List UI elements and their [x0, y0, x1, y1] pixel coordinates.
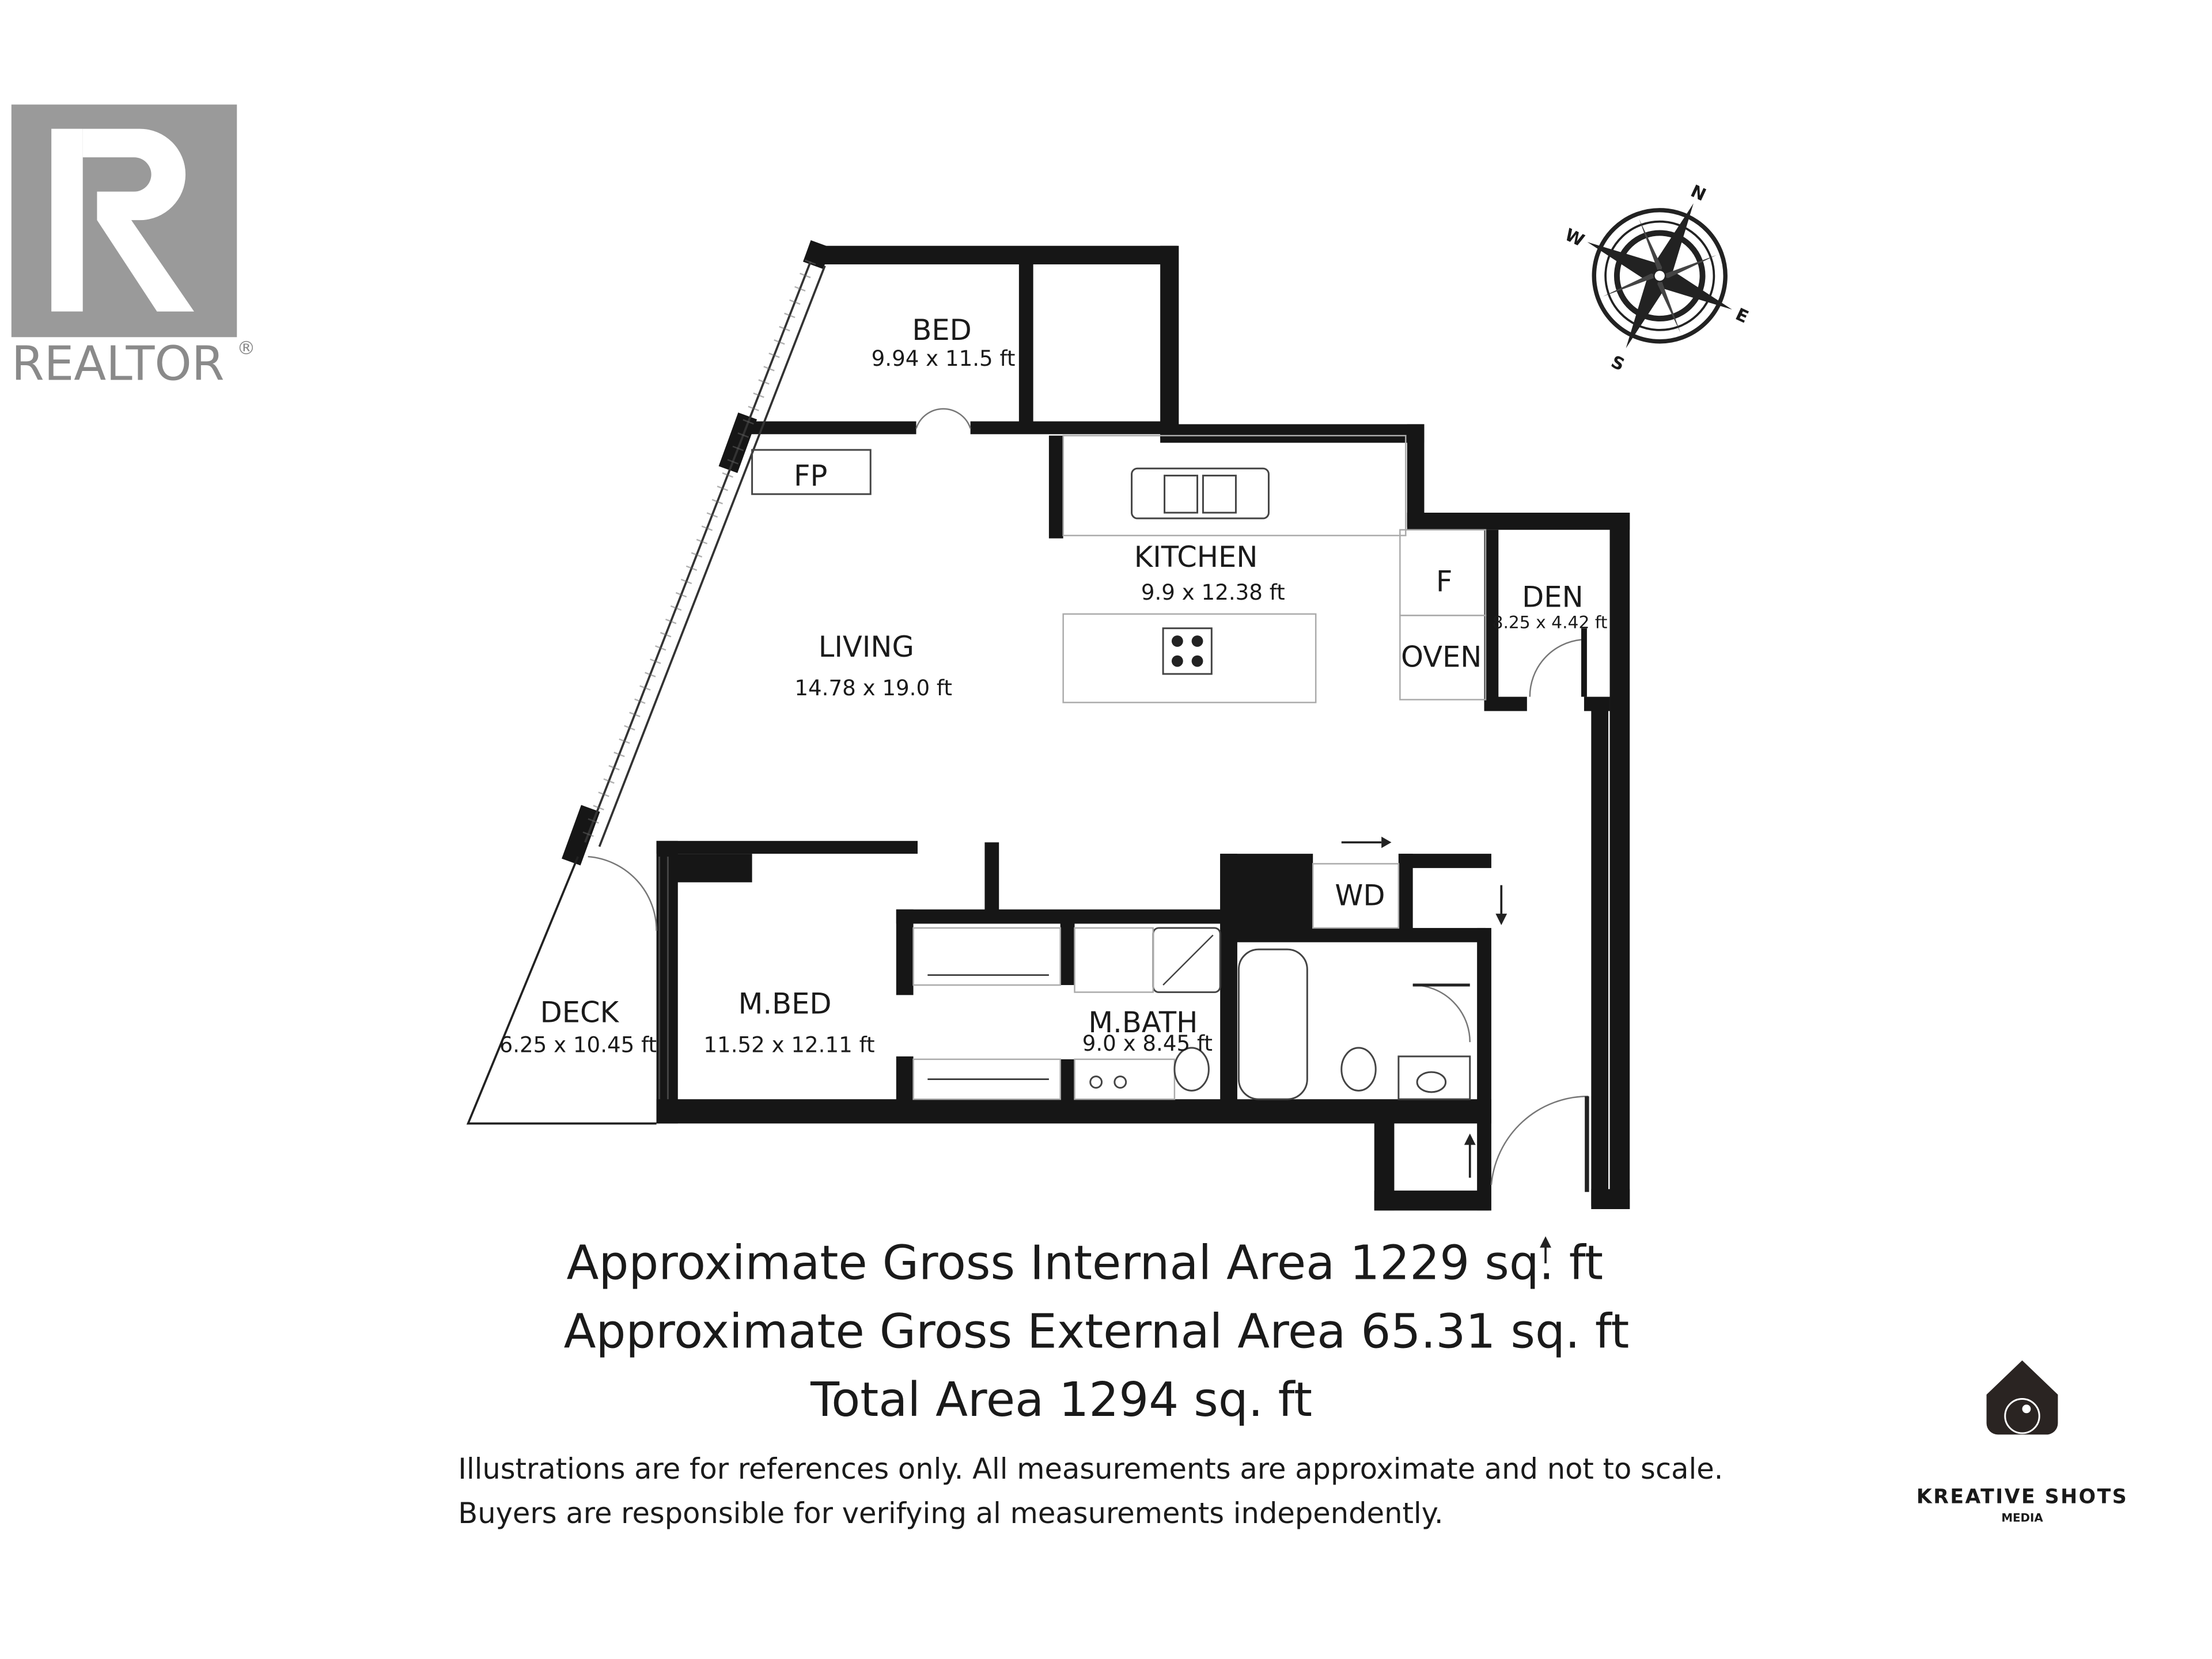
sink-icon: [1131, 467, 1270, 520]
compass-north: N: [1687, 181, 1709, 205]
external-area: Approximate Gross External Area 65.31 sq…: [564, 1304, 1630, 1359]
compass-south: S: [1608, 352, 1627, 376]
kitchen-label: KITCHEN: [1134, 540, 1258, 574]
kreative-shots-text: KREATIVE SHOTS: [1916, 1485, 2128, 1508]
toilet-icon-2: [1340, 1047, 1377, 1092]
doors: [588, 408, 1589, 1192]
realtor-logo-text: REALTOR: [12, 337, 225, 392]
internal-area: Approximate Gross Internal Area 1229 sq.…: [567, 1236, 1604, 1290]
deck-outline: [466, 856, 669, 1125]
registered-mark: ®: [237, 337, 255, 359]
mbath-label: M.BATH: [1088, 1006, 1198, 1039]
oven-label: OVEN: [1401, 641, 1482, 674]
bed-label: BED: [912, 313, 971, 347]
room-labels: BED 9.94 x 11.5 ft FP KITCHEN 9.9 x 12.3…: [499, 313, 1608, 1057]
deck-label: DECK: [540, 995, 620, 1029]
compass-west: W: [1562, 225, 1588, 251]
vanity-sink: [1397, 1055, 1471, 1100]
cooktop-icon: [1162, 627, 1213, 675]
fridge-label: F: [1436, 565, 1453, 598]
toilet-icon: [1173, 1047, 1210, 1092]
wd-closet: [1312, 863, 1400, 929]
kreative-shots-logo: KREATIVE SHOTS MEDIA: [1916, 1360, 2128, 1525]
window-wall: [579, 259, 826, 847]
bathtub-icon: [1237, 948, 1308, 1100]
mbed-size: 11.52 x 12.11 ft: [703, 1032, 874, 1057]
mbath-size: 9.0 x 8.45 ft: [1082, 1031, 1213, 1056]
fixtures: [751, 434, 1551, 1264]
living-size: 14.78 x 19.0 ft: [794, 676, 952, 700]
living-label: LIVING: [819, 630, 914, 664]
kitchen-island: [1062, 613, 1317, 703]
deck-size: 6.25 x 10.45 ft: [499, 1032, 657, 1057]
kreative-shots-media: MEDIA: [2001, 1512, 2043, 1525]
walls: [562, 240, 1630, 1211]
disclaimer-line-2: Buyers are responsible for verifying al …: [458, 1497, 1443, 1530]
bed-size: 9.94 x 11.5 ft: [872, 346, 1016, 371]
mbed-label: M.BED: [738, 987, 832, 1021]
den-size: 8.25 x 4.42 ft: [1493, 613, 1608, 633]
disclaimer-line-1: Illustrations are for references only. A…: [458, 1452, 1723, 1486]
den-label: DEN: [1522, 581, 1584, 614]
wd-label: WD: [1335, 878, 1385, 912]
fp-label: FP: [794, 459, 827, 493]
kitchen-counter: [1062, 434, 1407, 536]
compass-east: E: [1732, 304, 1751, 327]
fireplace: [751, 449, 872, 495]
realtor-logo: REALTOR ®: [11, 104, 255, 392]
area-summary: Approximate Gross Internal Area 1229 sq.…: [458, 1236, 1723, 1530]
total-area: Total Area 1294 sq. ft: [810, 1373, 1312, 1427]
kitchen-size: 9.9 x 12.38 ft: [1141, 580, 1285, 605]
compass-rose-icon: N E S W: [1562, 181, 1752, 376]
